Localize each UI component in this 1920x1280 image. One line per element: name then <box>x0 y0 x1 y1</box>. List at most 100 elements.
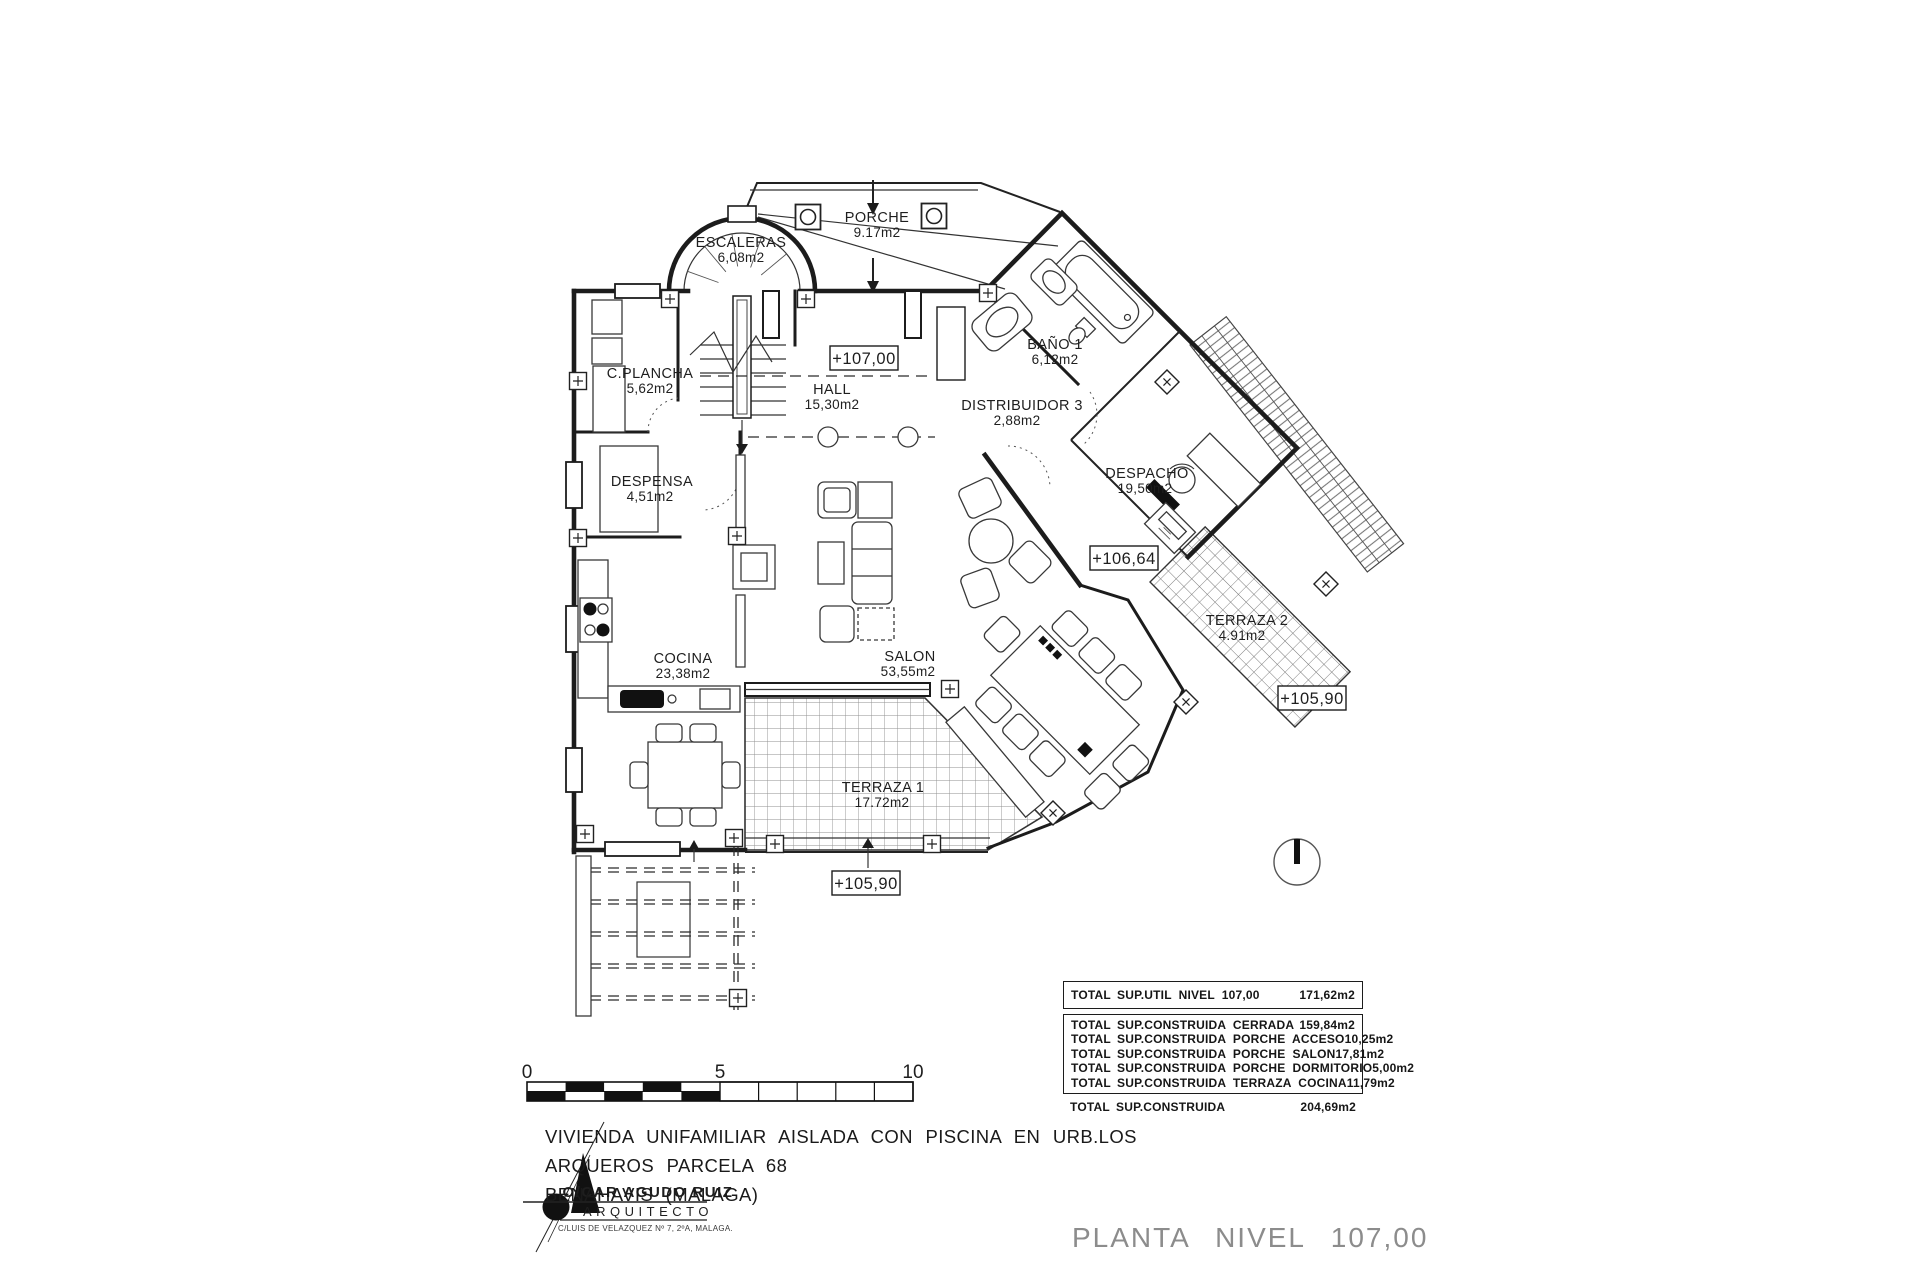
svg-text:23,38m2: 23,38m2 <box>656 666 711 681</box>
printer-table <box>1143 501 1197 555</box>
salon-sofa-set <box>817 481 895 643</box>
svg-text:0: 0 <box>522 1062 533 1083</box>
project-title-line1: VIVIENDA UNIFAMILIAR AISLADA CON PISCINA… <box>545 1126 1137 1176</box>
terraza1-tiled-floor <box>744 697 1044 851</box>
cplancha-cabinets <box>591 299 626 433</box>
architect-stamp: O/CAR AGUDO RUIZ ARQUITECTO C/LUIS DE VE… <box>523 1121 734 1253</box>
svg-text:15,30m2: 15,30m2 <box>805 397 860 412</box>
porche-column <box>794 203 822 231</box>
terraza1-edge <box>689 838 988 868</box>
svg-text:+105,90: +105,90 <box>834 875 898 893</box>
svg-text:+107,00: +107,00 <box>832 350 896 368</box>
pergola-beams <box>575 845 755 1017</box>
svg-text:6,08m2: 6,08m2 <box>718 250 765 265</box>
svg-text:TERRAZA 1: TERRAZA 1 <box>842 780 925 796</box>
kitchen-counters <box>577 559 741 713</box>
level-marker-despacho: +106,64 <box>1089 545 1159 571</box>
svg-text:HALL: HALL <box>813 382 851 398</box>
roof-eave-hatch-band <box>1189 315 1405 573</box>
project-title-line2: BENAHAVIS (MALAGA) <box>545 1184 759 1205</box>
bathtub <box>1050 240 1154 344</box>
area-summary-table: TOTAL SUP.UTIL NIVEL 107,00 171,62m2 TOT… <box>1063 981 1415 1115</box>
svg-text:BAÑO 1: BAÑO 1 <box>1027 336 1083 353</box>
bathroom-sink-2 <box>1030 258 1078 306</box>
plan-title: PLANTA NIVEL 107,00 <box>1072 1222 1429 1253</box>
bathroom-sink <box>971 292 1033 352</box>
project-title: VIVIENDA UNIFAMILIAR AISLADA CON PISCINA… <box>545 1122 1225 1209</box>
level-marker-terraza2: +105,90 <box>1277 685 1347 711</box>
svg-text:C.PLANCHA: C.PLANCHA <box>607 366 694 382</box>
stamp-name: O/CAR AGUDO RUIZ <box>563 1184 734 1201</box>
stamp-role: ARQUITECTO <box>583 1204 713 1219</box>
summary-util-box: TOTAL SUP.UTIL NIVEL 107,00 171,62m2 <box>1063 981 1363 1009</box>
room-label-terraza1: TERRAZA 117.72m2 <box>842 780 925 810</box>
svg-text:17.72m2: 17.72m2 <box>855 795 910 810</box>
svg-text:COCINA: COCINA <box>654 651 713 667</box>
svg-text:5: 5 <box>715 1062 726 1083</box>
porche-column <box>920 202 948 230</box>
kitchen-window <box>604 841 681 857</box>
svg-text:TERRAZA 2: TERRAZA 2 <box>1206 613 1289 629</box>
svg-text:6,12m2: 6,12m2 <box>1032 352 1079 367</box>
dining-table-set <box>975 610 1150 810</box>
svg-text:+106,64: +106,64 <box>1092 550 1156 568</box>
table-row: TOTAL SUP.UTIL NIVEL 107,00 171,62m2 <box>1071 987 1355 1002</box>
svg-text:SALON: SALON <box>884 649 935 665</box>
svg-text:5,62m2: 5,62m2 <box>627 381 674 396</box>
room-label-distribuidor: DISTRIBUIDOR 32,88m2 <box>961 398 1083 428</box>
stamp-logo-icon <box>542 1193 570 1221</box>
svg-text:PORCHE: PORCHE <box>845 210 909 226</box>
svg-text:10: 10 <box>902 1062 923 1083</box>
stair-tower <box>666 205 818 454</box>
desk-chair <box>1168 463 1196 494</box>
svg-text:19,50m2: 19,50m2 <box>1118 481 1173 496</box>
room-label-bano1: BAÑO 16,12m2 <box>1027 336 1083 367</box>
salon-corner-seating <box>958 477 1052 609</box>
laptop <box>1146 479 1180 513</box>
svg-text:ESCALERAS: ESCALERAS <box>696 235 787 251</box>
hall-dashed-lines <box>700 375 935 448</box>
west-facade-windows <box>565 283 661 793</box>
desk <box>1186 432 1262 508</box>
level-marker-hall: +107,00 <box>829 345 899 371</box>
floor-drain <box>1077 741 1093 758</box>
toilet <box>1068 316 1097 345</box>
despensa-shelves <box>599 445 659 533</box>
svg-text:+105,90: +105,90 <box>1280 690 1344 708</box>
north-indicator-icon <box>1273 838 1321 886</box>
svg-text:DESPACHO: DESPACHO <box>1105 466 1189 482</box>
svg-text:53,55m2: 53,55m2 <box>881 664 936 679</box>
planter-bench <box>945 705 1045 819</box>
svg-text:DISTRIBUIDOR 3: DISTRIBUIDOR 3 <box>961 398 1083 414</box>
kitchen-table-set <box>629 723 741 827</box>
hall-entrance <box>762 290 966 381</box>
room-label-terraza2: TERRAZA 24.91m2 <box>1206 613 1289 643</box>
kitchen-salon-partition <box>732 454 776 668</box>
svg-text:9.17m2: 9.17m2 <box>854 225 901 240</box>
svg-text:DESPENSA: DESPENSA <box>611 474 693 490</box>
stamp-address: C/LUIS DE VELAZQUEZ Nº 7, 2ºA, MALAGA. <box>558 1224 733 1233</box>
svg-text:4,51m2: 4,51m2 <box>627 489 674 504</box>
level-marker-terraza1: +105,90 <box>831 870 901 896</box>
scale-bar: 0 5 10 <box>522 1062 924 1102</box>
entry-arrow-icon <box>867 180 879 293</box>
svg-text:4.91m2: 4.91m2 <box>1219 628 1266 643</box>
svg-text:2,88m2: 2,88m2 <box>994 413 1041 428</box>
